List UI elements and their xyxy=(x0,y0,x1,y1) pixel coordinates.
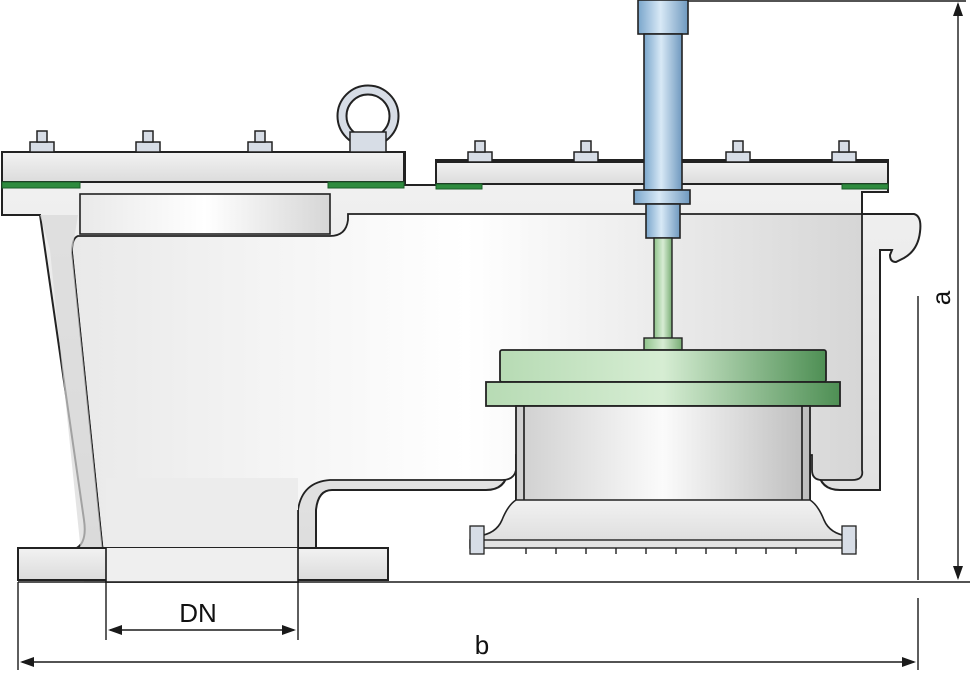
dimension-lines xyxy=(17,0,970,670)
bolt xyxy=(29,130,55,153)
valve-pallet xyxy=(485,349,841,507)
valve-stem xyxy=(633,0,691,351)
seat-ring xyxy=(469,499,857,555)
bolt xyxy=(831,140,857,163)
seat-bolt xyxy=(469,525,857,555)
valve-body xyxy=(1,151,922,583)
bolt xyxy=(725,140,751,163)
bolt xyxy=(135,130,161,153)
b-label: b xyxy=(475,630,489,660)
bolt xyxy=(573,140,599,163)
lifting-eye-icon xyxy=(336,84,400,153)
a-label: a xyxy=(926,290,956,305)
cover-bolts xyxy=(29,130,857,163)
bolt xyxy=(467,140,493,163)
bolt xyxy=(247,130,273,153)
left-cover-flange xyxy=(1,151,405,235)
dn-label: DN xyxy=(179,598,217,628)
